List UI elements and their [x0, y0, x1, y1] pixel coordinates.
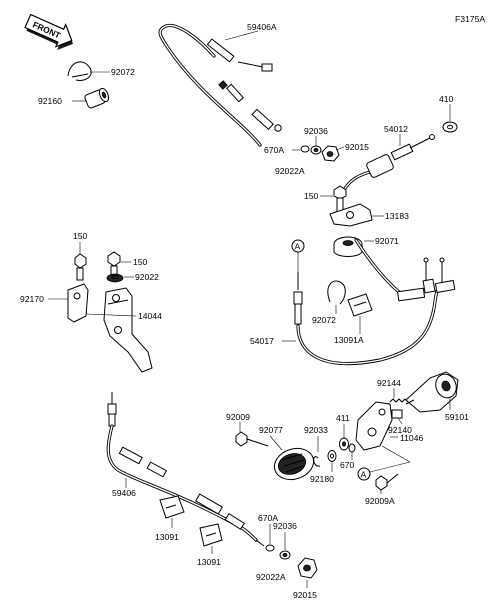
part-label-92180: 92180 — [310, 474, 334, 484]
part-label-14044: 14044 — [138, 311, 162, 321]
part-label-13091-left: 13091 — [155, 532, 179, 542]
part-label-92022A-bottom: 92022A — [256, 572, 286, 582]
bolt-150-mid-icon — [107, 251, 131, 277]
boot-13091-left-icon — [159, 495, 185, 528]
part-label-92072-top: 92072 — [111, 67, 135, 77]
pin-92140-icon — [391, 409, 403, 425]
bolt-150-left-icon — [74, 242, 87, 281]
bracket-13183-icon — [329, 203, 384, 227]
nut-92015-top-icon — [321, 145, 345, 162]
part-label-92071: 92071 — [375, 236, 399, 246]
washer-92180-icon — [327, 450, 337, 472]
part-label-92036-bottom: 92036 — [273, 521, 297, 531]
bracket-14044-icon — [85, 287, 153, 373]
part-label-150-left: 150 — [73, 231, 88, 241]
cable-59406-icon — [106, 392, 265, 547]
part-label-92072-mid: 92072 — [312, 315, 336, 325]
part-label-92009A: 92009A — [365, 496, 395, 506]
callout-a-lower-label: A — [361, 470, 367, 480]
part-label-92033: 92033 — [304, 425, 328, 435]
lever-11046-icon — [355, 401, 398, 451]
washer-410-icon — [442, 104, 458, 133]
spring-92144-icon — [389, 388, 409, 403]
washer-92036-top-icon — [310, 136, 322, 155]
part-label-92144: 92144 — [377, 378, 401, 388]
part-label-54017: 54017 — [250, 336, 274, 346]
part-label-670A-bottom: 670A — [258, 513, 278, 523]
part-label-92022A-top: 92022A — [275, 166, 305, 176]
washer-411-icon — [339, 424, 349, 451]
part-label-13091-right: 13091 — [197, 557, 221, 567]
bolt-150-right-icon — [320, 185, 347, 213]
housing-59101-icon — [405, 371, 459, 413]
cable-54017-icon — [282, 238, 456, 366]
part-label-92022: 92022 — [135, 272, 159, 282]
knob-92077-icon — [269, 435, 315, 481]
part-label-13183: 13183 — [385, 211, 409, 221]
callout-a-upper-label: A — [295, 242, 301, 252]
callout-a-upper-icon: A — [291, 239, 305, 272]
part-label-13091A: 13091A — [334, 335, 364, 345]
grommet-92160-icon — [72, 87, 110, 109]
front-arrow-icon: FRONT — [24, 13, 74, 50]
boot-13091-right-icon — [199, 523, 223, 554]
part-label-92160: 92160 — [38, 96, 62, 106]
bolt-92009-icon — [235, 422, 269, 447]
part-label-92036-top: 92036 — [304, 126, 328, 136]
part-label-670A-top: 670A — [264, 145, 284, 155]
part-label-92015-bottom: 92015 — [293, 590, 317, 600]
part-label-59406: 59406 — [112, 488, 136, 498]
part-label-410: 410 — [439, 94, 454, 104]
part-label-150-mid: 150 — [133, 257, 148, 267]
part-label-92140: 92140 — [388, 425, 412, 435]
washer-92036-bottom-icon — [279, 532, 291, 560]
part-label-54012: 54012 — [384, 124, 408, 134]
part-label-59101: 59101 — [445, 412, 469, 422]
bracket-92170-icon — [48, 283, 89, 323]
part-label-92170: 92170 — [20, 294, 44, 304]
boot-13091A-icon — [347, 293, 373, 334]
part-label-150-right: 150 — [304, 191, 319, 201]
bolt-92009A-icon — [375, 473, 399, 494]
part-label-92077: 92077 — [259, 425, 283, 435]
part-label-59406A: 59406A — [247, 22, 277, 32]
part-label-670: 670 — [340, 460, 355, 470]
washer-670A-top-icon — [292, 145, 310, 153]
clamp-92072-mid-icon — [327, 280, 346, 314]
washer-92022-icon — [106, 273, 134, 283]
washer-670A-bottom-icon — [265, 524, 275, 552]
part-label-92009: 92009 — [226, 412, 250, 422]
part-label-92015-top: 92015 — [345, 142, 369, 152]
callout-a-lower-icon: A — [357, 445, 411, 481]
part-label-11046: 11046 — [400, 433, 423, 443]
cap-92071-icon — [333, 236, 374, 257]
nut-92015-bottom-icon — [297, 557, 318, 588]
cable-59406A-icon — [158, 23, 282, 147]
clamp-92072-top-icon — [67, 61, 110, 81]
clip-92033-icon — [313, 436, 321, 467]
part-label-411: 411 — [336, 413, 350, 423]
diagram-id: F3175A — [455, 14, 485, 24]
washer-670-icon — [348, 443, 356, 460]
